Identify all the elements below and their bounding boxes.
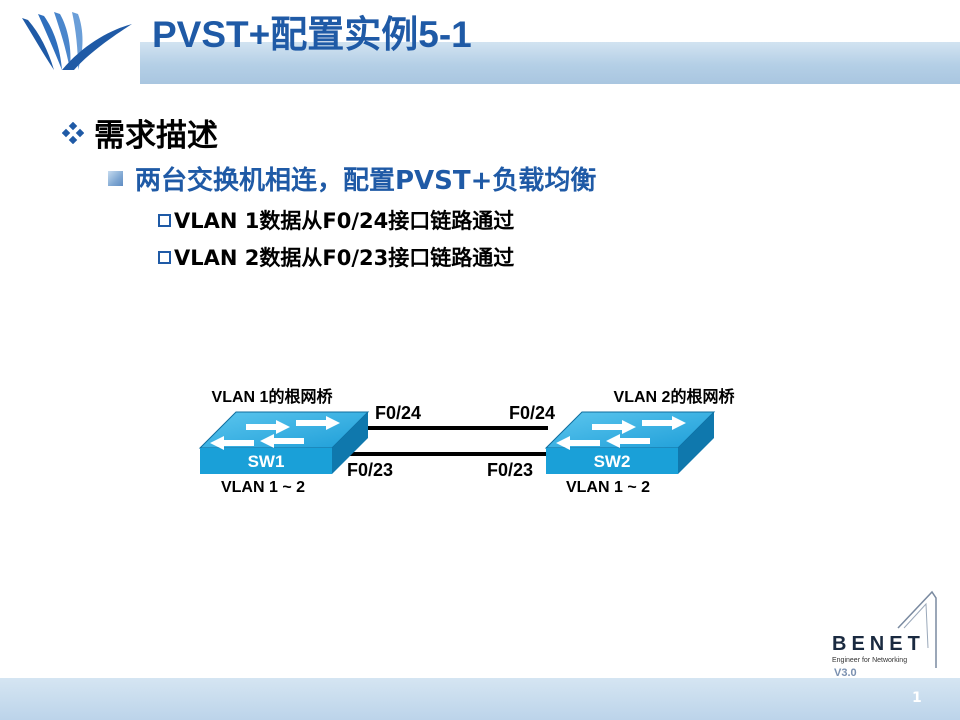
heading-text: 需求描述: [94, 118, 218, 154]
switch-sw1-icon: [198, 411, 370, 474]
list-item: VLAN 1数据从F0/24接口链路通过: [158, 205, 514, 235]
sw1-port-lower: F0/23: [347, 460, 393, 480]
list-item: VLAN 2数据从F0/23接口链路通过: [158, 242, 514, 272]
benet-tagline: Engineer for Networking: [832, 657, 907, 664]
benet-logo-text: BENET: [832, 633, 925, 655]
heading-bullet: 需求描述: [62, 110, 218, 155]
benet-version: V3.0: [834, 667, 857, 679]
list-item-text: VLAN 1数据从F0/24接口链路通过: [174, 209, 515, 233]
checkbox-bullet-icon: [158, 213, 171, 227]
switch-sw2-icon: [544, 411, 716, 474]
footer-band: [0, 678, 960, 720]
sub-bullet: 两台交换机相连，配置PVST+负载均衡: [108, 160, 596, 197]
page-number: 1: [912, 690, 922, 706]
square-bullet-icon: [108, 171, 123, 186]
sw1-vlan-label: VLAN 1 ~ 2: [221, 479, 305, 496]
sub-bullet-text: 两台交换机相连，配置PVST+负载均衡: [135, 166, 597, 196]
sw2-root-label: VLAN 2的根网桥: [614, 387, 736, 406]
sw2-name: SW2: [594, 452, 631, 471]
list-item-text: VLAN 2数据从F0/23接口链路通过: [174, 246, 515, 270]
header-band: [0, 42, 960, 84]
checkbox-bullet-icon: [158, 250, 171, 264]
benet-logo: BENET Engineer for Networking V3.0: [832, 590, 937, 679]
sw1-name: SW1: [248, 452, 285, 471]
sw2-vlan-label: VLAN 1 ~ 2: [566, 479, 650, 496]
page-title: PVST+配置实例5-1: [152, 14, 472, 55]
sw1-root-label: VLAN 1的根网桥: [212, 387, 334, 406]
diamond-bullet-icon: [62, 121, 84, 144]
sw2-port-lower: F0/23: [487, 460, 533, 480]
sw2-port-upper: F0/24: [509, 403, 555, 423]
sw1-port-upper: F0/24: [375, 403, 421, 423]
company-logo: [22, 12, 132, 70]
